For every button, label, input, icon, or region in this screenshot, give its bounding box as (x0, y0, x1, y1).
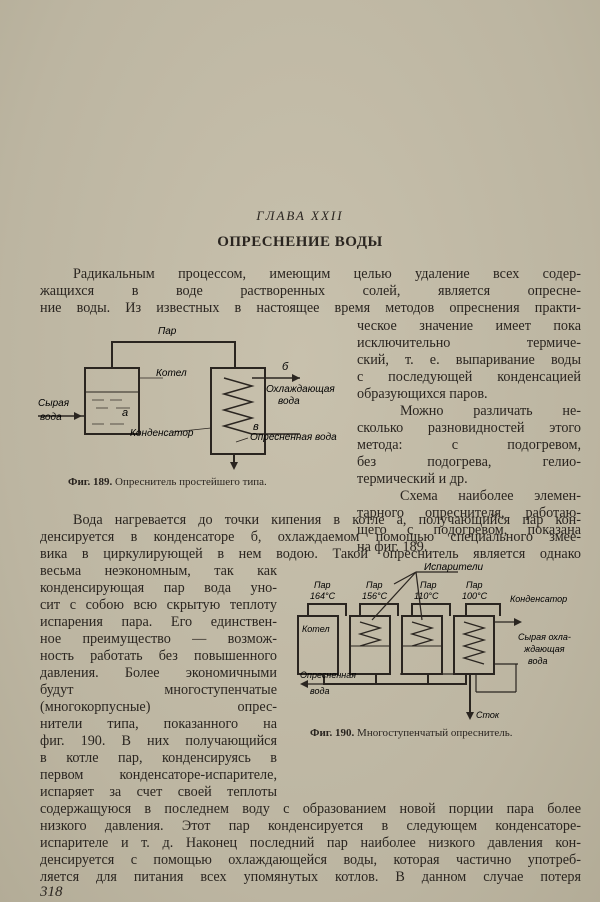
fig190-label-fresh-1: Опресненная (300, 670, 356, 680)
paragraph-line: сколько разновидностей этого (357, 420, 581, 436)
fig189-label-cooling: Охлаждающая (266, 384, 335, 395)
paragraph-line: ский, т. е. выпаривание воды (357, 352, 581, 368)
paragraph-line: Можно различать не- (400, 403, 581, 419)
fig190-label-t3: 110°C (414, 591, 439, 601)
paragraph-line: низкого давления. Этот пар конденсируетс… (40, 818, 581, 834)
paragraph-line: Радикальным процессом, имеющим целью уда… (73, 266, 581, 282)
paragraph-line: конденсирующая пар вода уно- (40, 580, 277, 596)
fig190-label-raw-2: ждающая (523, 644, 565, 654)
paragraph-line: на фиг. 189. (357, 539, 428, 555)
paragraph-line: испаряет за счет своей теплоты (40, 784, 277, 800)
paragraph-line: весьма неэкономным, так как (40, 563, 277, 579)
paragraph-line: щего с подогревом, показана (357, 522, 581, 538)
paragraph-line: жащихся в воде растворенных солей, являе… (40, 283, 581, 299)
fig190-label-boiler: Котел (302, 624, 330, 634)
page-number: 318 (40, 884, 63, 900)
fig190-label-fresh-2: вода (310, 686, 330, 696)
fig189-label-v: в (253, 421, 259, 433)
paragraph-line: сит с собою всю скрытую теплоту (40, 597, 277, 613)
paragraph-line: в котле пар, конденсируясь в (40, 750, 277, 766)
paragraph-line: ческое значение имеет пока (357, 318, 581, 334)
fig190-label-t4: 100°C (462, 591, 488, 601)
paragraph-line: денсируется в конденсаторе б, охлаждаемо… (40, 529, 581, 545)
paragraph-line: ние воды. Из известных в настоящее время… (40, 300, 581, 316)
fig190-label-drain: Сток (476, 710, 500, 720)
chapter-heading: ГЛАВА XXII (256, 208, 344, 223)
figure-189-diagram: Пар Котел Сырая вода а б в Охлаждающая в… (38, 326, 337, 470)
paragraph-line: денсируется с помощью охлаждающейся воды… (40, 852, 581, 868)
fig190-label-t1: 164°C (310, 591, 336, 601)
fig190-label-steam1: Пар (314, 580, 331, 590)
paragraph-line: будут многоступенчатые (40, 682, 277, 698)
paragraph-line: термический и др. (357, 471, 468, 487)
page-title: ОПРЕСНЕНИЕ ВОДЫ (217, 234, 383, 250)
fig189-label-condenser: Конденсатор (130, 428, 194, 439)
paragraph-line: ное преимущество — возмож- (40, 631, 277, 647)
paragraph-line: образующихся паров. (357, 386, 488, 402)
fig190-label-raw-3: вода (528, 656, 548, 666)
fig190-label-raw-1: Сырая охла- (518, 632, 571, 642)
fig189-label-fresh-water: Опресненная вода (250, 432, 337, 443)
fig189-label-a: а (122, 407, 128, 419)
fig190-label-evaporators: Испарители (424, 562, 484, 573)
paragraph-line: тарного опреснителя, работаю- (357, 505, 581, 521)
paragraph-line: нители типа, показанного на (40, 716, 277, 732)
fig190-label-t2: 156°C (362, 591, 388, 601)
fig189-label-raw-water-2: вода (40, 412, 62, 423)
paragraph-line: Вода нагревается до точки кипения в котл… (73, 512, 581, 528)
fig190-label-condenser: Конденсатор (510, 594, 567, 604)
paragraph-line: метода: с подогревом, (357, 437, 581, 453)
fig189-label-boiler: Котел (156, 368, 187, 379)
paragraph-line: (многокорпусные) опрес- (40, 699, 277, 715)
paragraph-line: без подогрева, гелио- (357, 454, 581, 470)
paragraph-line: испарителе и т. д. Наконец последний пар… (40, 835, 581, 851)
fig189-label-raw-water: Сырая (38, 398, 70, 409)
fig189-label-cooling-2: вода (278, 396, 300, 407)
paragraph-line: вика в циркулирующей в нем водою. Такой … (40, 546, 581, 562)
paragraph-line: фиг. 190. В них получающийся (40, 733, 277, 749)
figure-189-caption: Фиг. 189. Опреснитель простейшего типа. (68, 476, 267, 488)
paragraph-line: давления. Более экономичными (40, 665, 277, 681)
paragraph-line: испарения пара. Его единствен- (40, 614, 277, 630)
figure-190-diagram: Испарители Пар 164°C Пар 156°C Пар 110°C… (297, 562, 571, 720)
paragraph-line: с последующей конденсацией (357, 369, 581, 385)
paragraph-line: Схема наиболее элемен- (400, 488, 581, 504)
fig190-label-steam4: Пар (466, 580, 483, 590)
paragraph-line: исключительно термиче- (357, 335, 581, 351)
fig190-label-steam3: Пар (420, 580, 437, 590)
paragraph-line: первом конденсаторе-испарителе, (40, 767, 277, 783)
fig189-label-steam: Пар (158, 326, 177, 337)
paragraph-line: содержащуюся в последнем воду с образова… (40, 801, 581, 817)
paragraph-line: ляется для питания всех упомянутых котло… (40, 869, 581, 885)
figure-190-caption: Фиг. 190. Многоступенчатый опреснитель. (310, 727, 513, 739)
paragraph-line: ность работать без повышенного (40, 648, 277, 664)
fig190-label-steam2: Пар (366, 580, 383, 590)
fig189-label-b: б (282, 361, 289, 373)
